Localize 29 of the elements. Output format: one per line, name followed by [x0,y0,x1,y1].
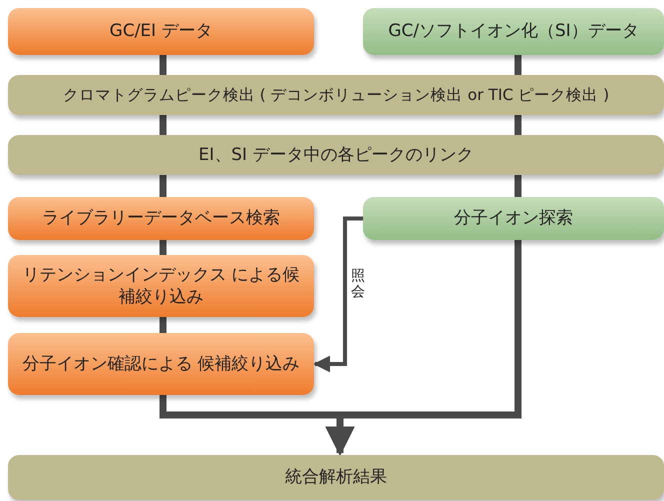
step-text: 統合解析結果 [284,466,388,489]
step-text: ライブラリーデータベース検索 [41,207,281,230]
connector-line [160,240,166,255]
connector-line [514,175,522,197]
connector-line [160,55,166,75]
process-box [8,455,664,500]
step-text: GC/ソフトイオン化（SI）データ [387,20,640,43]
process-box [8,75,664,115]
process-box [363,8,664,55]
process-box [8,197,314,240]
connector-line [160,317,166,333]
process-box [8,255,314,317]
step-text: リテンションインデックス による候補絞り込み [21,264,301,308]
process-box [8,135,664,175]
process-box [8,333,314,395]
step-text: EI、SI データ中の各ピークのリンク [198,144,474,166]
edge-label: 照会 [351,269,365,300]
process-box [8,8,314,55]
step-text: GC/EI データ [108,20,214,43]
arrow [325,240,522,456]
step-text: 分子イオン確認による 候補絞り込み [21,352,301,376]
connector-line [514,115,522,135]
connector-line [514,55,522,75]
step-text: 分子イオン探索 [453,207,574,230]
step-text: クロマトグラムピーク検出 ( デコンボリューション検出 or TIC ピーク検出 ) [62,84,610,106]
process-box [363,197,664,240]
arrow [313,216,363,372]
connector-line [160,175,166,197]
connector-line [160,115,166,135]
